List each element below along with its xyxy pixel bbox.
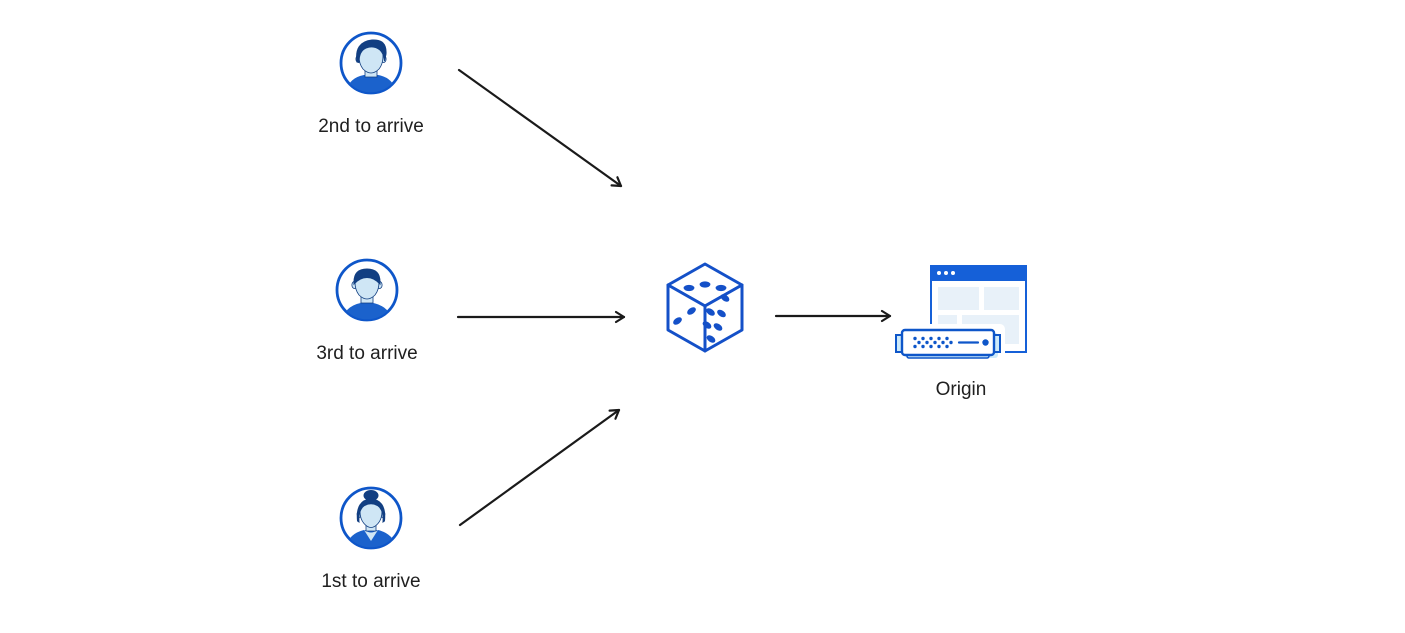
male-avatar-pompadour-icon (339, 31, 403, 95)
origin-node: Origin (893, 261, 1029, 401)
dice-icon (666, 262, 744, 353)
user-label-2nd: 2nd to arrive (318, 116, 424, 137)
server-icon (895, 324, 1005, 361)
origin-server-icon (895, 265, 1027, 361)
male-avatar-short-hair-icon (335, 258, 399, 322)
user-node-1st: 1st to arrive (296, 485, 446, 593)
user-label-3rd: 3rd to arrive (316, 343, 418, 364)
arrow-user2nd-to-dice (457, 68, 623, 188)
dice-node (664, 261, 746, 353)
user-label-1st: 1st to arrive (321, 571, 421, 592)
server-led-dots (913, 336, 953, 349)
user-node-3rd: 3rd to arrive (292, 257, 442, 365)
arrow-user1st-to-dice (458, 408, 621, 527)
user-node-2nd: 2nd to arrive (296, 30, 446, 138)
origin-label: Origin (935, 379, 987, 400)
female-avatar-bun-icon (339, 486, 403, 550)
dice-pips (673, 281, 730, 343)
